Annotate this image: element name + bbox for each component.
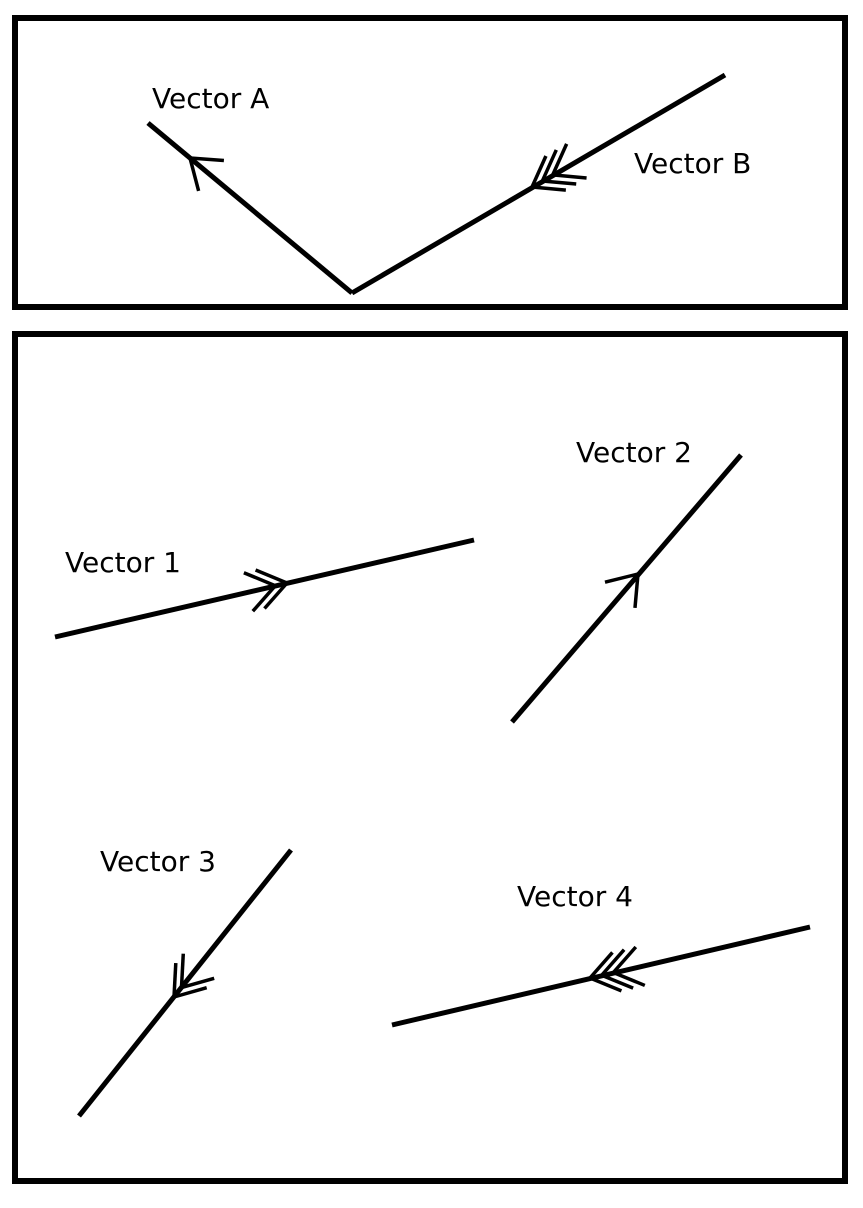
vector-b-label: Vector B (634, 147, 751, 180)
vector-b-line (350, 72, 727, 296)
vector-2-arrow-chevrons (604, 572, 640, 609)
arrow-chevron-stroke (254, 568, 288, 585)
arrow-chevron-stroke (551, 143, 569, 176)
arrow-chevron-stroke (243, 571, 276, 588)
arrow-chevron-stroke (600, 948, 626, 977)
arrow-chevron-stroke (540, 149, 558, 182)
vector-3-line (77, 848, 293, 1118)
arrow-chevron-stroke (530, 155, 548, 188)
arrow-chevron-stroke (612, 945, 638, 974)
arrow-chevron-stroke (542, 179, 577, 186)
arrow-chevron-stroke (531, 185, 567, 192)
vector-2-label: Vector 2 (576, 436, 692, 469)
arrow-chevron-stroke (180, 976, 215, 990)
bottom-panel-frame (12, 331, 848, 1184)
vector-4-label: Vector 4 (517, 880, 633, 913)
arrow-chevron-stroke (633, 573, 640, 609)
vector-1-label: Vector 1 (65, 546, 181, 579)
vector-a-line (146, 121, 354, 295)
vector-3-label: Vector 3 (100, 845, 216, 878)
arrow-chevron-stroke (251, 584, 277, 613)
top-panel-frame (12, 15, 848, 310)
arrow-chevron-stroke (601, 973, 634, 990)
vector-2-line (510, 453, 743, 724)
arrow-chevron-stroke (179, 953, 186, 988)
arrow-chevron-stroke (172, 962, 178, 998)
vector-1-arrow-chevrons (243, 568, 289, 613)
arrow-chevron-stroke (173, 985, 208, 999)
vector-3-arrow-chevrons (172, 953, 215, 999)
arrow-chevron-stroke (588, 951, 614, 980)
arrow-chevron-stroke (552, 173, 587, 180)
arrow-chevron-stroke (612, 970, 646, 988)
arrow-chevron-stroke (188, 157, 201, 192)
vector-4-line (391, 924, 811, 1028)
vector-4-arrow-chevrons (588, 945, 646, 993)
vector-1-line (54, 537, 475, 640)
vector-a-label: Vector A (152, 82, 269, 115)
vector-a-arrow-chevrons (188, 156, 225, 192)
arrow-chevron-stroke (604, 572, 639, 584)
arrow-chevron-stroke (189, 156, 225, 163)
arrow-chevron-stroke (589, 976, 623, 993)
vector-b-arrow-chevrons (530, 143, 587, 192)
arrow-chevron-stroke (263, 581, 289, 610)
